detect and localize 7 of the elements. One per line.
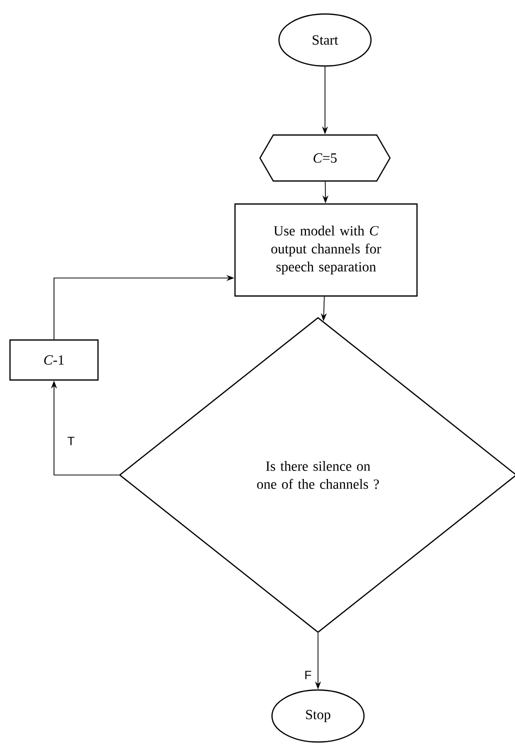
process-box: C-1 [9, 339, 99, 381]
process-box: Use model with C output channels for speech separation [234, 203, 418, 297]
edge-label: T [66, 436, 76, 446]
preparation-hexagon: C=5 [259, 134, 391, 182]
terminal-oval: Stop [271, 689, 365, 743]
terminal-oval: Start [278, 13, 372, 67]
edge-label: F [303, 670, 313, 680]
